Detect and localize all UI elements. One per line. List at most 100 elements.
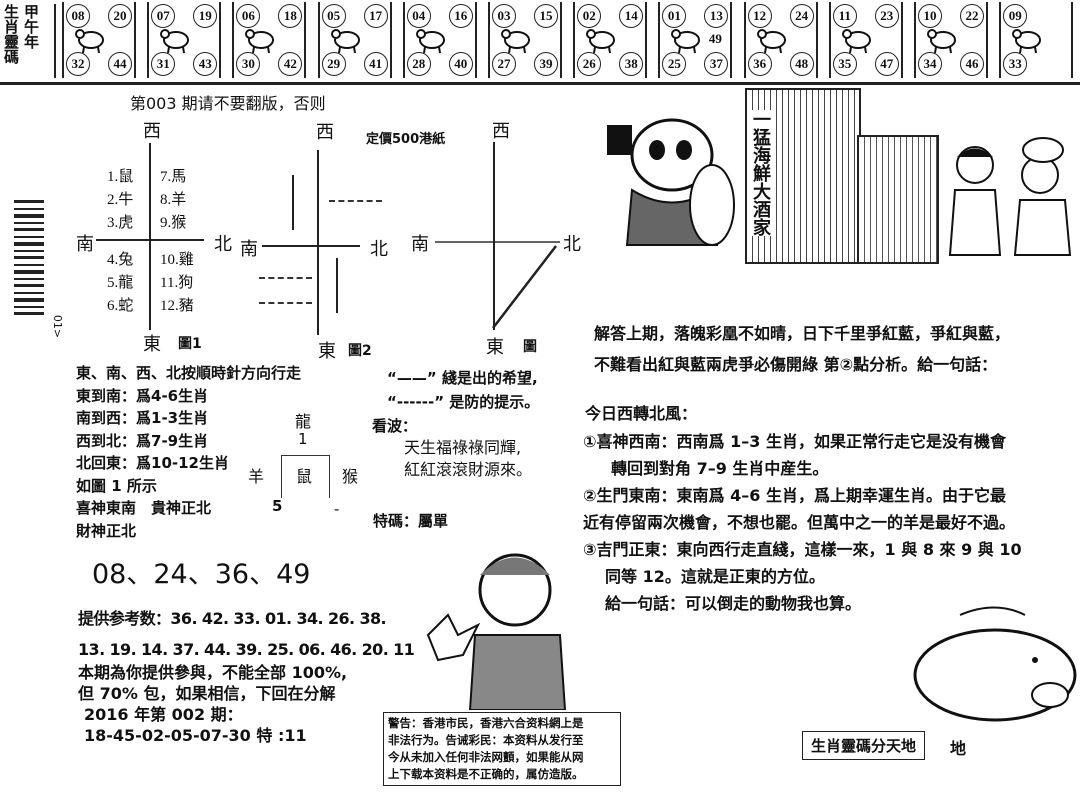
zodiac-order-item: 3.虎 — [107, 215, 134, 231]
zodiac-number: 10 — [918, 4, 942, 28]
zodiac-order-item: 9.猴 — [160, 215, 187, 231]
dir-east: 東 — [486, 337, 504, 358]
wave-line: 紅紅滾滾財源來。 — [404, 460, 533, 479]
zodiac-number: 28 — [406, 52, 431, 76]
special-number: 特碼：屬單 — [373, 512, 449, 530]
dir-north: 北 — [370, 239, 388, 260]
zodiac-number: 49 — [708, 31, 722, 46]
warning-line: 今从未加入任何非法网顫，如果能从网 — [388, 750, 584, 764]
zodiac-cell-dragon: 04 16 28 40 — [402, 2, 477, 78]
zodiac-number: 09 — [1003, 4, 1028, 28]
diagram-caption: 圖1 — [178, 336, 202, 352]
dragon-icon — [415, 29, 445, 54]
rooster-icon — [841, 29, 871, 54]
warning-line: 非法行为。告诫彩民：本资料从发行至 — [388, 733, 584, 747]
zodiac-number: 16 — [448, 4, 473, 28]
restaurant-window — [857, 135, 939, 264]
dir-south: 南 — [240, 239, 258, 260]
side-code: 01> — [51, 314, 65, 339]
dir-west: 西 — [492, 121, 510, 142]
zodiac-number: 27 — [492, 52, 516, 76]
horse-icon — [586, 29, 616, 54]
rule-line: 東到南：爲4-6生肖 — [76, 386, 209, 405]
tiger-icon — [245, 29, 275, 54]
dir-south: 南 — [411, 234, 429, 255]
zodiac-number: 20 — [108, 4, 132, 28]
zodiac-order-item: 5.龍 — [107, 275, 134, 291]
zodiac-number: 31 — [151, 52, 176, 76]
analysis-line: 轉回到對角 7–9 生肖中産生。 — [611, 459, 829, 478]
zodiac-order-item: 10.雞 — [160, 252, 194, 268]
mini-top: 龍 — [295, 412, 312, 431]
answer-text: 解答上期，落魄彩凰不如晴，日下千里爭紅藍，爭紅與藍， 不難看出紅與藍兩虎爭必傷開… — [594, 318, 1010, 380]
zodiac-number: 03 — [492, 4, 516, 28]
analysis-line: 近有停留兩次機會，不想也罷。但萬中之一的羊是最好不過。 — [583, 513, 1016, 532]
zodiac-number: 44 — [108, 52, 132, 76]
analysis-line: ①喜神西南：西南爲 1–3 生肖，如果正常行走它是没有機會 — [583, 432, 1006, 451]
rule-line: 財神正北 — [76, 521, 137, 540]
dir-east: 東 — [318, 341, 336, 362]
pig-icon — [1012, 29, 1042, 54]
zodiac-number: 47 — [874, 52, 899, 76]
zodiac-number: 43 — [193, 52, 218, 76]
zodiac-number: 42 — [278, 52, 303, 76]
ref-line: 13. 19. 14. 37. 44. 39. 25. 06. 46. 20. … — [78, 640, 415, 659]
zodiac-number: 07 — [151, 4, 176, 28]
zodiac-number: 29 — [321, 52, 346, 76]
diagram-caption: 圖2 — [348, 343, 372, 359]
zodiac-number: 08 — [66, 4, 90, 28]
zodiac-number: 35 — [832, 52, 857, 76]
dir-west: 西 — [316, 122, 334, 143]
snake-icon — [501, 29, 530, 54]
rule-line: 南到西：爲1-3生肖 — [76, 409, 209, 427]
answer-line: 不難看出紅與藍兩虎爭必傷開綠 第②點分析。給一句話： — [594, 355, 998, 374]
mini-bottom-num: 5 — [272, 497, 283, 515]
warning-line: 警告：香港市民，香港六合资料網上是 — [388, 716, 584, 730]
zodiac-number: 24 — [789, 4, 814, 28]
reference-numbers: 提供参考数：36. 42. 33. 01. 34. 26. 38. 13. 19… — [78, 603, 415, 665]
chefs-cartoon-icon — [948, 137, 1072, 256]
answer-line: 解答上期，落魄彩凰不如晴，日下千里爭紅藍，爭紅與藍， — [594, 324, 1011, 343]
zodiac-number: 40 — [448, 52, 473, 76]
zodiac-number: 04 — [406, 4, 431, 28]
barcode-icon — [14, 200, 44, 315]
zodiac-number: 46 — [960, 52, 984, 76]
issue-notice: 第003 期请不要翻版，否则 — [130, 94, 326, 113]
rule-line: 東、南、西、北按順時針方向行走 — [76, 364, 302, 382]
rat-icon — [75, 29, 104, 54]
zodiac-order-item: 7.馬 — [160, 169, 187, 185]
zodiac-number: 14 — [619, 4, 644, 28]
diagonal-line — [492, 245, 557, 329]
warning-box: 警告：香港市民，香港六合资料網上是 非法行为。告诫彩民：本资料从发行至 今从未加… — [383, 712, 621, 786]
analysis-line: 同等 12。這就是正東的方位。 — [605, 567, 825, 586]
zodiac-number: 13 — [704, 4, 729, 28]
zodiac-order-item: 1.鼠 — [107, 169, 134, 185]
wave-lines: 天生福祿祿同輝, 紅紅滾滾財源來。 — [404, 437, 532, 481]
zodiac-number: 30 — [236, 52, 261, 76]
rule-line: 北回東：爲10-12生肖 — [76, 454, 229, 472]
price-label: 定價500港紙 — [366, 132, 446, 147]
legend-solid: “——” 綫是出的希望, — [387, 369, 538, 387]
strip-label: 生肖靈碼 甲午年 — [2, 4, 56, 78]
dir-north: 北 — [214, 234, 232, 255]
zodiac-number: 26 — [577, 52, 602, 76]
mini-center: 鼠 — [296, 467, 313, 486]
wave-title: 看波： — [372, 417, 418, 435]
mini-top-num: 1 — [298, 430, 308, 448]
zodiac-number: 17 — [363, 4, 388, 28]
zodiac-number: 25 — [662, 52, 687, 76]
zodiac-number: 02 — [577, 4, 602, 28]
strip-label-left: 生肖靈碼 — [2, 4, 20, 64]
zodiac-number: 32 — [66, 52, 90, 76]
mini-left: 羊 — [248, 467, 265, 486]
zodiac-number: 22 — [960, 4, 984, 28]
